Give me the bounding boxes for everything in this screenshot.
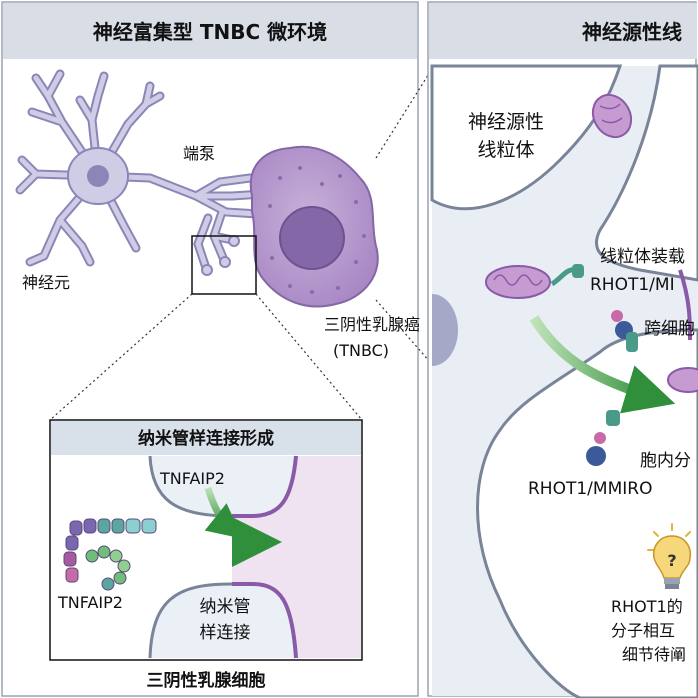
right-panel: 神经源性线 [427,1,698,698]
panel-leader-top [375,71,431,159]
inset-panel: 纳米管样连接形成 [49,419,363,661]
tnt-label-line1: 纳米管 [200,597,251,617]
inset-title-bar [51,421,361,455]
tnbc-membrane-right [678,269,692,341]
zoom-leader-left [49,293,193,421]
lower-membrane-tnbc [232,582,298,659]
tumor-speckles [268,166,366,294]
mitochondrion-top [591,93,633,139]
neuron-nucleus [87,165,109,187]
right-panel-title: 神经源性线 [582,20,682,44]
tnfaip2-left-label: TNFAIP2 [57,593,123,612]
tnbc-label-line2: (TNBC) [333,341,389,360]
mito-label-line1: 神经源性 [468,111,544,133]
note-line2: 分子相互 [611,621,675,640]
neuron-nucleus-edge [432,294,458,366]
upper-cell-region [150,456,296,516]
down-arrow [204,486,243,539]
lower-cell [476,328,698,698]
panel-leader-bottom [375,299,431,363]
zoom-box [191,235,257,295]
tnbc-label-line1: 三阴性乳腺癌 [324,315,420,334]
inset-title: 纳米管样连接形成 [138,428,274,449]
note-line3: 细节待阐 [622,645,686,664]
mitochondrion-right [667,367,698,393]
intra-label: 胞内分 [640,451,691,471]
left-title-bar [3,3,417,59]
tumor-nucleus [279,206,345,270]
mito-label-line2: 线粒体 [477,139,534,161]
svg-text:?: ? [667,551,676,570]
tnfaip2-protein-chain [63,518,157,591]
trans-label: 跨细胞 [644,319,695,339]
mitochondria-transfer-arrow [529,315,676,414]
right-title-bar [429,3,697,59]
lightbulb-question-icon: ? [647,523,692,589]
left-panel-title: 神经富集型 TNBC 微环境 [93,20,327,44]
rhot1-adaptor-bottom [586,410,620,466]
rhot1-adaptor-middle [611,310,638,352]
terminal-label: 端泵 [183,144,215,163]
upper-membrane-tnbc [232,455,298,518]
left-panel: 神经富集型 TNBC 微环境 [1,1,431,697]
tnfaip2-top-label: TNFAIP2 [159,469,225,488]
inset-footer: 三阴性乳腺细胞 [147,670,266,691]
note-line1: RHOT1的 [611,597,683,616]
assembly-label: 线粒体装载 [600,247,685,267]
rhot1-adaptor-top [550,264,584,287]
tnbc-cell-region [232,456,361,658]
rhot1-top-label: RHOT1/MI [590,275,675,295]
tnt-label-line2: 样连接 [200,623,251,643]
rhot1-bottom-label: RHOT1/MMIRO [528,479,652,499]
lower-cell-region [150,584,296,658]
mitochondrion-middle [485,265,551,299]
upper-right-cell [594,64,698,282]
upper-left-cell [430,64,623,211]
neuron-label: 神经元 [22,273,70,292]
